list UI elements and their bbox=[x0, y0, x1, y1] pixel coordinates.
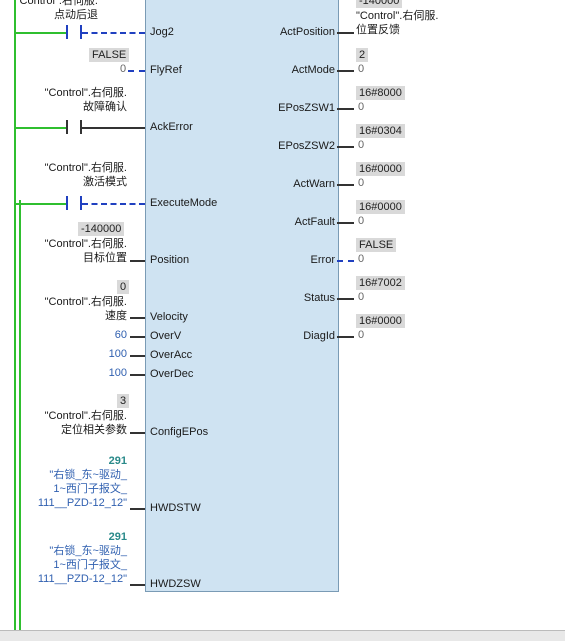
ackerror-wire bbox=[82, 127, 145, 129]
eposzsw2-wire bbox=[337, 146, 354, 148]
jog2-operand-label[interactable]: Control".右伺服.点动后退 bbox=[19, 0, 98, 21]
executemode-operand-label[interactable]: "Control".右伺服.激活模式 bbox=[44, 162, 127, 188]
status-value-box: 16#7002 bbox=[356, 276, 405, 290]
executemode-wire-green bbox=[16, 203, 66, 205]
hwdstw-operand-label[interactable]: 291 "右锁_东~驱动_ 1~西门子报文_ 111__PZD-12_12" bbox=[37, 455, 127, 509]
diagid-wire bbox=[337, 336, 354, 338]
actposition-operand-label[interactable]: "Control".右伺服.位置反馈 bbox=[356, 10, 439, 36]
actwarn-zero: 0 bbox=[358, 177, 365, 189]
ackerror-contact[interactable] bbox=[66, 120, 82, 134]
left-power-rail bbox=[14, 0, 16, 630]
pin-overv[interactable]: OverV bbox=[150, 330, 182, 342]
pin-flyref[interactable]: FlyRef bbox=[150, 64, 182, 76]
overacc-value[interactable]: 100 bbox=[108, 348, 127, 360]
actwarn-value-box: 16#0000 bbox=[356, 162, 405, 176]
pin-eposzsw2[interactable]: EPosZSW2 bbox=[278, 140, 335, 152]
position-wire bbox=[130, 260, 145, 262]
actfault-zero: 0 bbox=[358, 215, 365, 227]
actposition-value-box: -140000 bbox=[356, 0, 403, 8]
pin-actposition[interactable]: ActPosition bbox=[279, 26, 335, 38]
pin-ackerror[interactable]: AckError bbox=[150, 121, 193, 133]
ackerror-wire-green bbox=[16, 127, 66, 129]
actmode-wire bbox=[337, 70, 354, 72]
eposzsw2-value-box: 16#0304 bbox=[356, 124, 405, 138]
pin-hwdstw[interactable]: HWDSTW bbox=[150, 502, 201, 514]
eposzsw1-zero: 0 bbox=[358, 101, 365, 113]
diagid-zero: 0 bbox=[358, 329, 365, 341]
overv-wire bbox=[130, 336, 145, 338]
overv-value[interactable]: 60 bbox=[114, 329, 127, 341]
pin-error[interactable]: Error bbox=[310, 254, 335, 266]
left-power-rail-secondary bbox=[19, 200, 21, 630]
status-zero: 0 bbox=[358, 291, 365, 303]
bottom-scrollbar[interactable] bbox=[0, 630, 565, 641]
pin-executemode[interactable]: ExecuteMode bbox=[150, 197, 218, 209]
pin-velocity[interactable]: Velocity bbox=[150, 311, 188, 323]
pin-hwdzsw[interactable]: HWDZSW bbox=[150, 578, 201, 590]
eposzsw1-wire bbox=[337, 108, 354, 110]
jog2-contact[interactable] bbox=[66, 25, 82, 39]
pin-jog2[interactable]: Jog2 bbox=[150, 26, 174, 38]
error-wire bbox=[337, 260, 354, 262]
eposzsw2-zero: 0 bbox=[358, 139, 365, 151]
overdec-value[interactable]: 100 bbox=[108, 367, 127, 379]
configepos-operand-label[interactable]: "Control".右伺服.定位相关参数 bbox=[44, 410, 127, 436]
status-wire bbox=[337, 298, 354, 300]
position-operand-label[interactable]: "Control".右伺服.目标位置 bbox=[44, 238, 127, 264]
hwdzsw-operand-label[interactable]: 291 "右锁_东~驱动_ 1~西门子报文_ 111__PZD-12_12" bbox=[37, 531, 127, 585]
configepos-wire bbox=[130, 432, 145, 434]
actposition-wire bbox=[337, 32, 354, 34]
pin-overdec[interactable]: OverDec bbox=[150, 368, 194, 380]
velocity-operand-label[interactable]: "Control".右伺服.速度 bbox=[44, 296, 127, 322]
velocity-value-box: 0 bbox=[117, 280, 130, 294]
eposzsw1-value-box: 16#8000 bbox=[356, 86, 405, 100]
actwarn-wire bbox=[337, 184, 354, 186]
actmode-zero: 0 bbox=[358, 63, 365, 75]
actfault-value-box: 16#0000 bbox=[356, 200, 405, 214]
pin-diagid[interactable]: DiagId bbox=[303, 330, 335, 342]
executemode-contact[interactable] bbox=[66, 196, 82, 210]
error-value-box: FALSE bbox=[356, 238, 397, 252]
function-block[interactable] bbox=[145, 0, 339, 592]
jog2-wire-dashed bbox=[82, 32, 145, 34]
hwdzsw-wire bbox=[130, 584, 145, 586]
pin-actwarn[interactable]: ActWarn bbox=[293, 178, 335, 190]
pin-actmode[interactable]: ActMode bbox=[291, 64, 335, 76]
diagid-value-box: 16#0000 bbox=[356, 314, 405, 328]
executemode-wire-dashed bbox=[82, 203, 145, 205]
configepos-value-box: 3 bbox=[117, 394, 130, 408]
pin-actfault[interactable]: ActFault bbox=[294, 216, 335, 228]
error-zero: 0 bbox=[358, 253, 365, 265]
pin-status[interactable]: Status bbox=[303, 292, 335, 304]
ackerror-operand-label[interactable]: "Control".右伺服.故障确认 bbox=[44, 87, 127, 113]
velocity-wire bbox=[130, 317, 145, 319]
flyref-wire bbox=[128, 70, 145, 72]
actfault-wire bbox=[337, 222, 354, 224]
overdec-wire bbox=[130, 374, 145, 376]
hwdstw-wire bbox=[130, 508, 145, 510]
pin-position[interactable]: Position bbox=[150, 254, 190, 266]
pin-eposzsw1[interactable]: EPosZSW1 bbox=[278, 102, 335, 114]
pin-overacc[interactable]: OverAcc bbox=[150, 349, 193, 361]
pin-configepos[interactable]: ConfigEPos bbox=[150, 426, 209, 438]
overacc-wire bbox=[130, 355, 145, 357]
jog2-wire-green bbox=[16, 32, 66, 34]
flyref-value-box: FALSE bbox=[89, 48, 130, 62]
flyref-zero: 0 bbox=[120, 63, 127, 75]
position-value-box: -140000 bbox=[78, 222, 125, 236]
actmode-value-box: 2 bbox=[356, 48, 369, 62]
